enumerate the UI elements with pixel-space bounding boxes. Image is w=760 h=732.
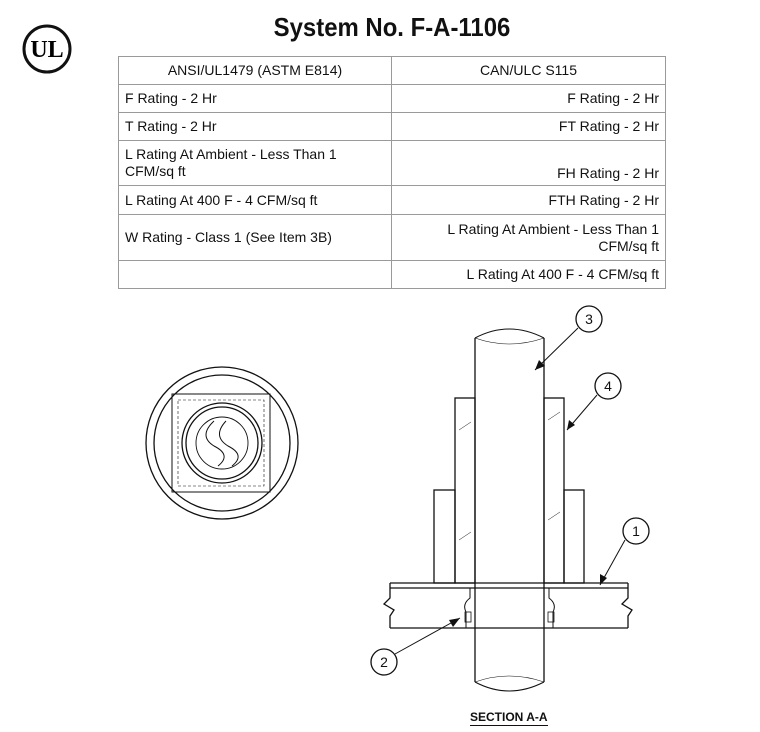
column-header: ANSI/UL1479 (ASTM E814) <box>118 56 392 85</box>
section-label: SECTION A-A <box>470 710 548 726</box>
fill-material <box>464 588 555 628</box>
callout-3 <box>575 305 603 333</box>
callout-4 <box>594 372 622 400</box>
table-row: L Rating At Ambient - Less Than 1 CFM/sq… <box>118 140 666 186</box>
ratings-table: ANSI/UL1479 (ASTM E814) CAN/ULC S115 F R… <box>118 56 666 289</box>
page-title: System No. F-A-1106 <box>273 12 511 42</box>
svg-text:UL: UL <box>30 37 63 63</box>
column-header: CAN/ULC S115 <box>391 56 666 85</box>
plan-view <box>145 366 299 520</box>
table-cell <box>118 260 392 289</box>
table-row: F Rating - 2 Hr F Rating - 2 Hr <box>118 84 666 113</box>
table-row: W Rating - Class 1 (See Item 3B) L Ratin… <box>118 214 666 261</box>
table-cell: L Rating At 400 F - 4 CFM/sq ft <box>118 185 392 215</box>
callout-label: 3 <box>585 311 593 327</box>
table-cell: W Rating - Class 1 (See Item 3B) <box>118 214 392 261</box>
callout-2 <box>370 648 398 676</box>
table-cell: FTH Rating - 2 Hr <box>391 185 666 215</box>
table-cell: FT Rating - 2 Hr <box>391 112 666 141</box>
table-header-row: ANSI/UL1479 (ASTM E814) CAN/ULC S115 <box>118 56 666 85</box>
ul-logo: UL <box>22 24 72 74</box>
table-cell: FH Rating - 2 Hr <box>391 140 666 186</box>
callout-label: 1 <box>632 523 640 539</box>
leader-lines <box>394 327 626 655</box>
table-row: L Rating At 400 F - 4 CFM/sq ft FTH Rati… <box>118 185 666 215</box>
callout-1 <box>622 517 650 545</box>
table-cell: L Rating At 400 F - 4 CFM/sq ft <box>391 260 666 289</box>
callout-label: 4 <box>604 378 612 394</box>
table-row: T Rating - 2 Hr FT Rating - 2 Hr <box>118 112 666 141</box>
leader-arrowheads <box>449 360 607 627</box>
table-row: L Rating At 400 F - 4 CFM/sq ft <box>118 260 666 289</box>
pipe <box>474 328 545 692</box>
table-cell: L Rating At Ambient - Less Than 1 CFM/sq… <box>391 214 666 261</box>
floor-slab <box>382 582 633 629</box>
insulation-collar <box>433 397 585 584</box>
table-cell: L Rating At Ambient - Less Than 1 CFM/sq… <box>118 140 392 186</box>
callout-label: 2 <box>380 654 388 670</box>
